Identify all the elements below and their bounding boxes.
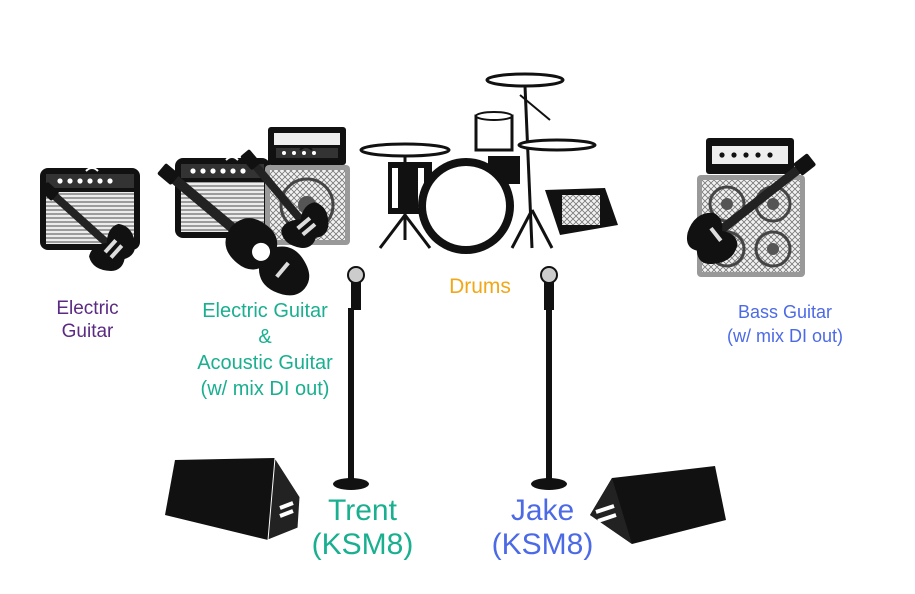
microphone-stand-icon [333,266,369,490]
jake-vocal-label: Jake (KSM8) [470,494,615,562]
electric-acoustic-label-line-4: (w/ mix DI out) [200,378,330,400]
electric-acoustic-label-line-2: & [258,326,272,348]
electric-acoustic-label-line-3: Acoustic Guitar [197,352,333,374]
floor-monitor-icon [165,456,301,541]
trent-name: Trent [328,494,397,527]
drums-label: Drums [420,274,540,299]
electric-acoustic-guitar-label: Electric Guitar & Acoustic Guitar (w/ mi… [165,298,365,402]
trent-vocal-label: Trent (KSM8) [290,494,435,562]
amp-head-icon [268,127,346,165]
electric-acoustic-label-line-1: Electric Guitar [202,300,328,322]
floor-monitor-icon [590,466,726,544]
electric-guitar-label: Electric Guitar [40,298,135,344]
bass-guitar-icon [686,153,816,264]
electric-guitar-icon [240,149,329,248]
trent-mic: (KSM8) [311,528,414,561]
amp-head-icon [706,138,794,174]
bass-guitar-label: Bass Guitar (w/ mix DI out) [700,300,870,348]
electric-guitar-icon [40,182,136,271]
electric-guitar-label-line-2: Guitar [61,320,114,342]
bass-label-line-1: Bass Guitar [737,302,833,322]
jake-name: Jake [510,494,575,527]
drums-label-text: Drums [449,275,511,298]
jake-mic: (KSM8) [491,528,594,561]
bass-label-line-2: (w/ mix DI out) [726,326,843,346]
electric-guitar-label-line-1: Electric [56,298,119,319]
microphone-stand-icon [531,266,567,490]
acoustic-guitar-icon [157,163,310,296]
drum-kit-icon [359,72,618,254]
